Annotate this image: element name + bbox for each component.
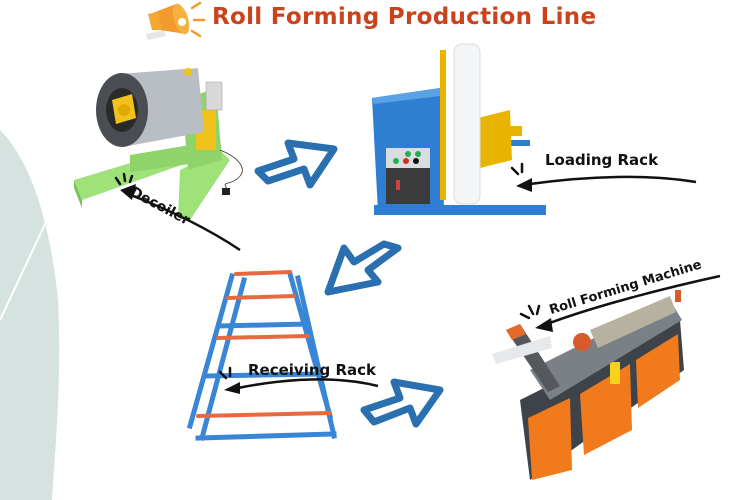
receiving-rack-image	[186, 270, 337, 442]
header	[140, 0, 610, 46]
decoiler-pointer	[114, 172, 241, 252]
loading-rack-label: Loading Rack	[545, 151, 659, 169]
loading-rack-image	[372, 43, 546, 215]
receiving-rack-pointer	[218, 366, 379, 394]
flow-arrow-receiving-to-roll	[360, 378, 444, 428]
roll-forming-machine-image	[492, 290, 684, 480]
receiving-rack-label: Receiving Rack	[248, 361, 377, 379]
decoiler-image	[74, 68, 243, 220]
megaphone-icon	[146, 1, 206, 40]
loading-rack-pointer	[510, 162, 697, 192]
flow-arrow-loading-to-receiving	[324, 240, 402, 296]
page-title: Roll Forming Production Line	[212, 4, 597, 30]
roll-forming-machine-pointer	[519, 274, 721, 332]
flow-arrow-decoiler-to-loading	[254, 139, 338, 189]
